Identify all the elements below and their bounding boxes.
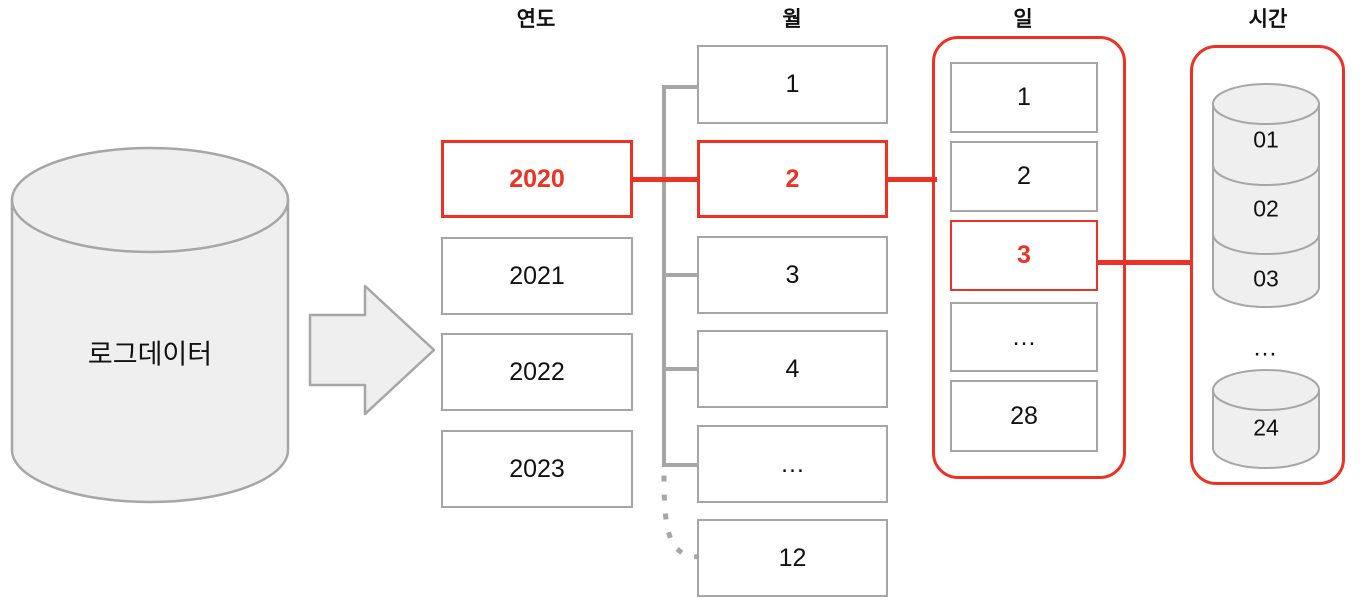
hour-node-ellipsis: … bbox=[1252, 333, 1280, 362]
hour-node-01[interactable]: 01 bbox=[1253, 126, 1279, 153]
month-node-2[interactable]: 2 bbox=[697, 140, 888, 218]
source-label: 로그데이터 bbox=[87, 339, 213, 370]
day-node-2[interactable]: 2 bbox=[950, 141, 1098, 212]
month-node-3[interactable]: 3 bbox=[697, 236, 888, 314]
day-node-28[interactable]: 28 bbox=[950, 380, 1098, 452]
month-node-12[interactable]: 12 bbox=[697, 519, 888, 597]
day-group-container bbox=[932, 36, 1126, 479]
hour-node-02[interactable]: 02 bbox=[1253, 195, 1279, 222]
link-year-to-month bbox=[631, 177, 701, 182]
column-header-hour: 시간 bbox=[1248, 8, 1288, 31]
year-node-2021[interactable]: 2021 bbox=[441, 237, 633, 315]
month-branch-ellipsis bbox=[662, 463, 699, 467]
column-header-month: 월 bbox=[782, 8, 802, 31]
month-node-ellipsis[interactable]: … bbox=[697, 425, 888, 503]
day-node-ellipsis[interactable]: … bbox=[950, 302, 1098, 372]
year-node-2023[interactable]: 2023 bbox=[441, 430, 633, 508]
month-node-4[interactable]: 4 bbox=[697, 330, 888, 408]
month-branch-4 bbox=[662, 367, 699, 371]
column-header-year: 연도 bbox=[516, 8, 556, 31]
month-node-1[interactable]: 1 bbox=[697, 45, 888, 124]
link-month-to-day bbox=[884, 177, 937, 182]
day-node-1[interactable]: 1 bbox=[950, 62, 1098, 133]
hour-node-24[interactable]: 24 bbox=[1253, 414, 1279, 441]
column-header-day: 일 bbox=[1013, 8, 1033, 31]
right-arrow-icon bbox=[308, 284, 436, 416]
year-node-2020[interactable]: 2020 bbox=[441, 140, 633, 218]
day-node-3[interactable]: 3 bbox=[950, 220, 1098, 291]
month-trunk-dotted-continuation bbox=[661, 475, 703, 560]
database-cylinder-icon bbox=[10, 146, 290, 504]
hour-node-03[interactable]: 03 bbox=[1253, 265, 1279, 292]
month-branch-3 bbox=[662, 273, 699, 277]
month-branch-1 bbox=[662, 85, 699, 89]
year-node-2022[interactable]: 2022 bbox=[441, 333, 633, 411]
hour-group-container bbox=[1190, 45, 1345, 485]
link-day-to-hour bbox=[1096, 260, 1192, 265]
